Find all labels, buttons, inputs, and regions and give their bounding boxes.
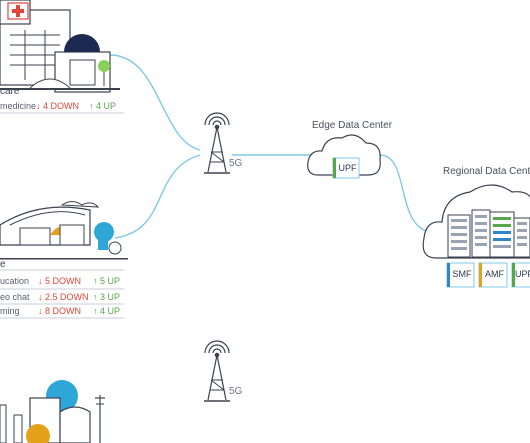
regional-caption: Regional Data Cent (443, 166, 530, 177)
regional-functions (446, 262, 530, 288)
tower-label: 5G (229, 386, 243, 397)
campus-row-up: ↑ 4 UP (93, 306, 120, 316)
healthcare-row-down: ↓ 4 DOWN (36, 101, 79, 111)
campus-row-label: ucation (0, 276, 30, 286)
campus-row-down: ↓ 2.5 DOWN (38, 292, 89, 302)
down-arrow-icon: ↓ (38, 276, 43, 286)
factory-icon (0, 380, 105, 443)
up-arrow-icon: ↑ (93, 276, 98, 286)
link-hospital-tower (109, 54, 201, 151)
edge-caption: Edge Data Center (312, 120, 393, 131)
campus-row-up: ↑ 3 UP (93, 292, 120, 302)
regional-smf: SMF (452, 269, 472, 279)
healthcare-row-label: medicine (0, 101, 37, 111)
up-value: 3 UP (100, 292, 121, 302)
up-arrow-icon: ↑ (93, 292, 98, 302)
up-arrow-icon: ↑ (89, 101, 94, 111)
links (109, 54, 431, 239)
campus-row-down: ↓ 8 DOWN (38, 306, 81, 316)
cell-tower-icon (204, 112, 230, 174)
tower-label: 5G (229, 158, 243, 169)
campus-row-up: ↑ 5 UP (93, 276, 120, 286)
hospital-icon (0, 0, 120, 93)
down-value: 2.5 DOWN (45, 292, 89, 302)
up-value: 5 UP (100, 276, 121, 286)
campus-row-label: eo chat (0, 292, 30, 302)
edge-upf: UPF (338, 163, 357, 173)
link-campus-tower (114, 154, 201, 239)
down-value: 8 DOWN (45, 306, 82, 316)
regional-upf: UPF (515, 269, 530, 279)
up-arrow-icon: ↑ (93, 306, 98, 316)
regional-amf: AMF (485, 269, 504, 279)
down-arrow-icon: ↓ (38, 292, 43, 302)
down-value: 4 DOWN (43, 101, 80, 111)
cloud-icon (307, 134, 381, 179)
link-edge-regional (379, 154, 431, 233)
healthcare-title: care (0, 86, 20, 97)
campus-row-label: ming (0, 306, 20, 316)
up-value: 4 UP (96, 101, 117, 111)
down-arrow-icon: ↓ (36, 101, 41, 111)
server-rack-icon (447, 209, 530, 258)
down-value: 5 DOWN (45, 276, 82, 286)
up-value: 4 UP (100, 306, 121, 316)
campus-title: e (0, 259, 6, 270)
campus-icon (0, 201, 128, 260)
campus-row-down: ↓ 5 DOWN (38, 276, 81, 286)
healthcare-row-up: ↑ 4 UP (89, 101, 116, 111)
cell-tower-icon (204, 340, 230, 402)
down-arrow-icon: ↓ (38, 306, 43, 316)
